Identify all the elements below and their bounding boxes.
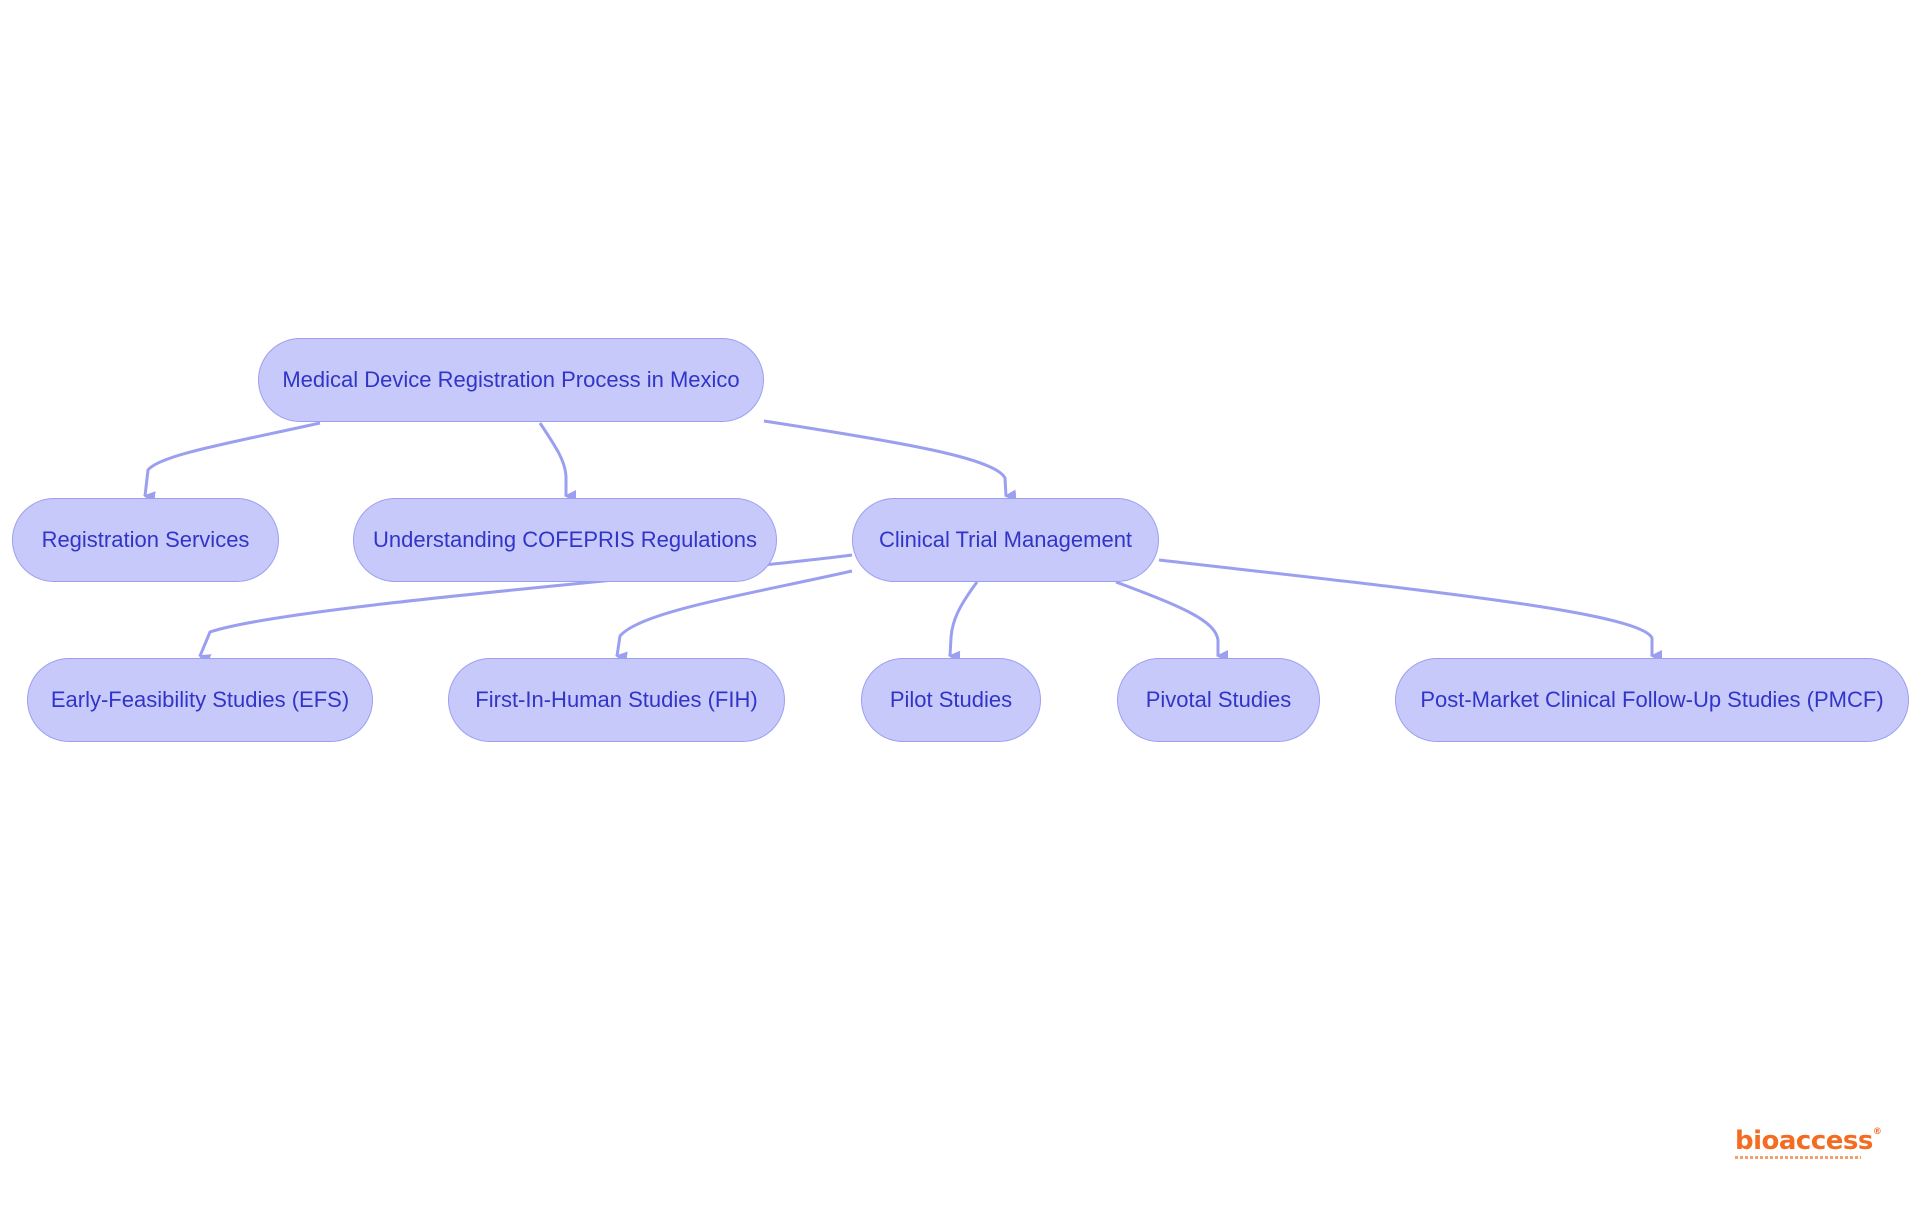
node-understanding-cofepris[interactable]: Understanding COFEPRIS Regulations — [353, 498, 777, 582]
node-pmcf-studies[interactable]: Post-Market Clinical Follow-Up Studies (… — [1395, 658, 1909, 742]
edge-ctm-pilot — [948, 581, 979, 663]
edge-ctm-pmcf — [1158, 558, 1662, 662]
logo-text: bioaccess® — [1735, 1126, 1882, 1156]
node-pivotal-studies[interactable]: Pivotal Studies — [1117, 658, 1320, 742]
edge-ctm-pivotal — [1115, 580, 1228, 662]
edge-root-cofepris — [538, 422, 576, 502]
node-medical-device-registration[interactable]: Medical Device Registration Process in M… — [258, 338, 764, 422]
node-registration-services[interactable]: Registration Services — [12, 498, 279, 582]
edge-root-clinical-trial — [763, 419, 1017, 502]
node-label: Clinical Trial Management — [878, 527, 1133, 552]
node-label: First-In-Human Studies (FIH) — [475, 687, 758, 712]
edge-ctm-efs — [198, 553, 853, 666]
edge-root-registration-services — [143, 421, 321, 504]
node-label: Understanding COFEPRIS Regulations — [373, 527, 757, 552]
node-label: Pivotal Studies — [1145, 687, 1292, 712]
bioaccess-logo: bioaccess® — [1735, 1128, 1882, 1168]
edge-ctm-fih — [615, 569, 853, 664]
node-label: Post-Market Clinical Follow-Up Studies (… — [1420, 687, 1884, 712]
logo-tagline-mark — [1735, 1156, 1861, 1159]
node-first-in-human-studies[interactable]: First-In-Human Studies (FIH) — [448, 658, 785, 742]
node-label: Medical Device Registration Process in M… — [282, 367, 740, 392]
node-clinical-trial-management[interactable]: Clinical Trial Management — [852, 498, 1159, 582]
node-label: Pilot Studies — [889, 687, 1013, 712]
node-early-feasibility-studies[interactable]: Early-Feasibility Studies (EFS) — [27, 658, 373, 742]
node-label: Registration Services — [41, 527, 250, 552]
node-pilot-studies[interactable]: Pilot Studies — [861, 658, 1041, 742]
node-label: Early-Feasibility Studies (EFS) — [50, 687, 350, 712]
